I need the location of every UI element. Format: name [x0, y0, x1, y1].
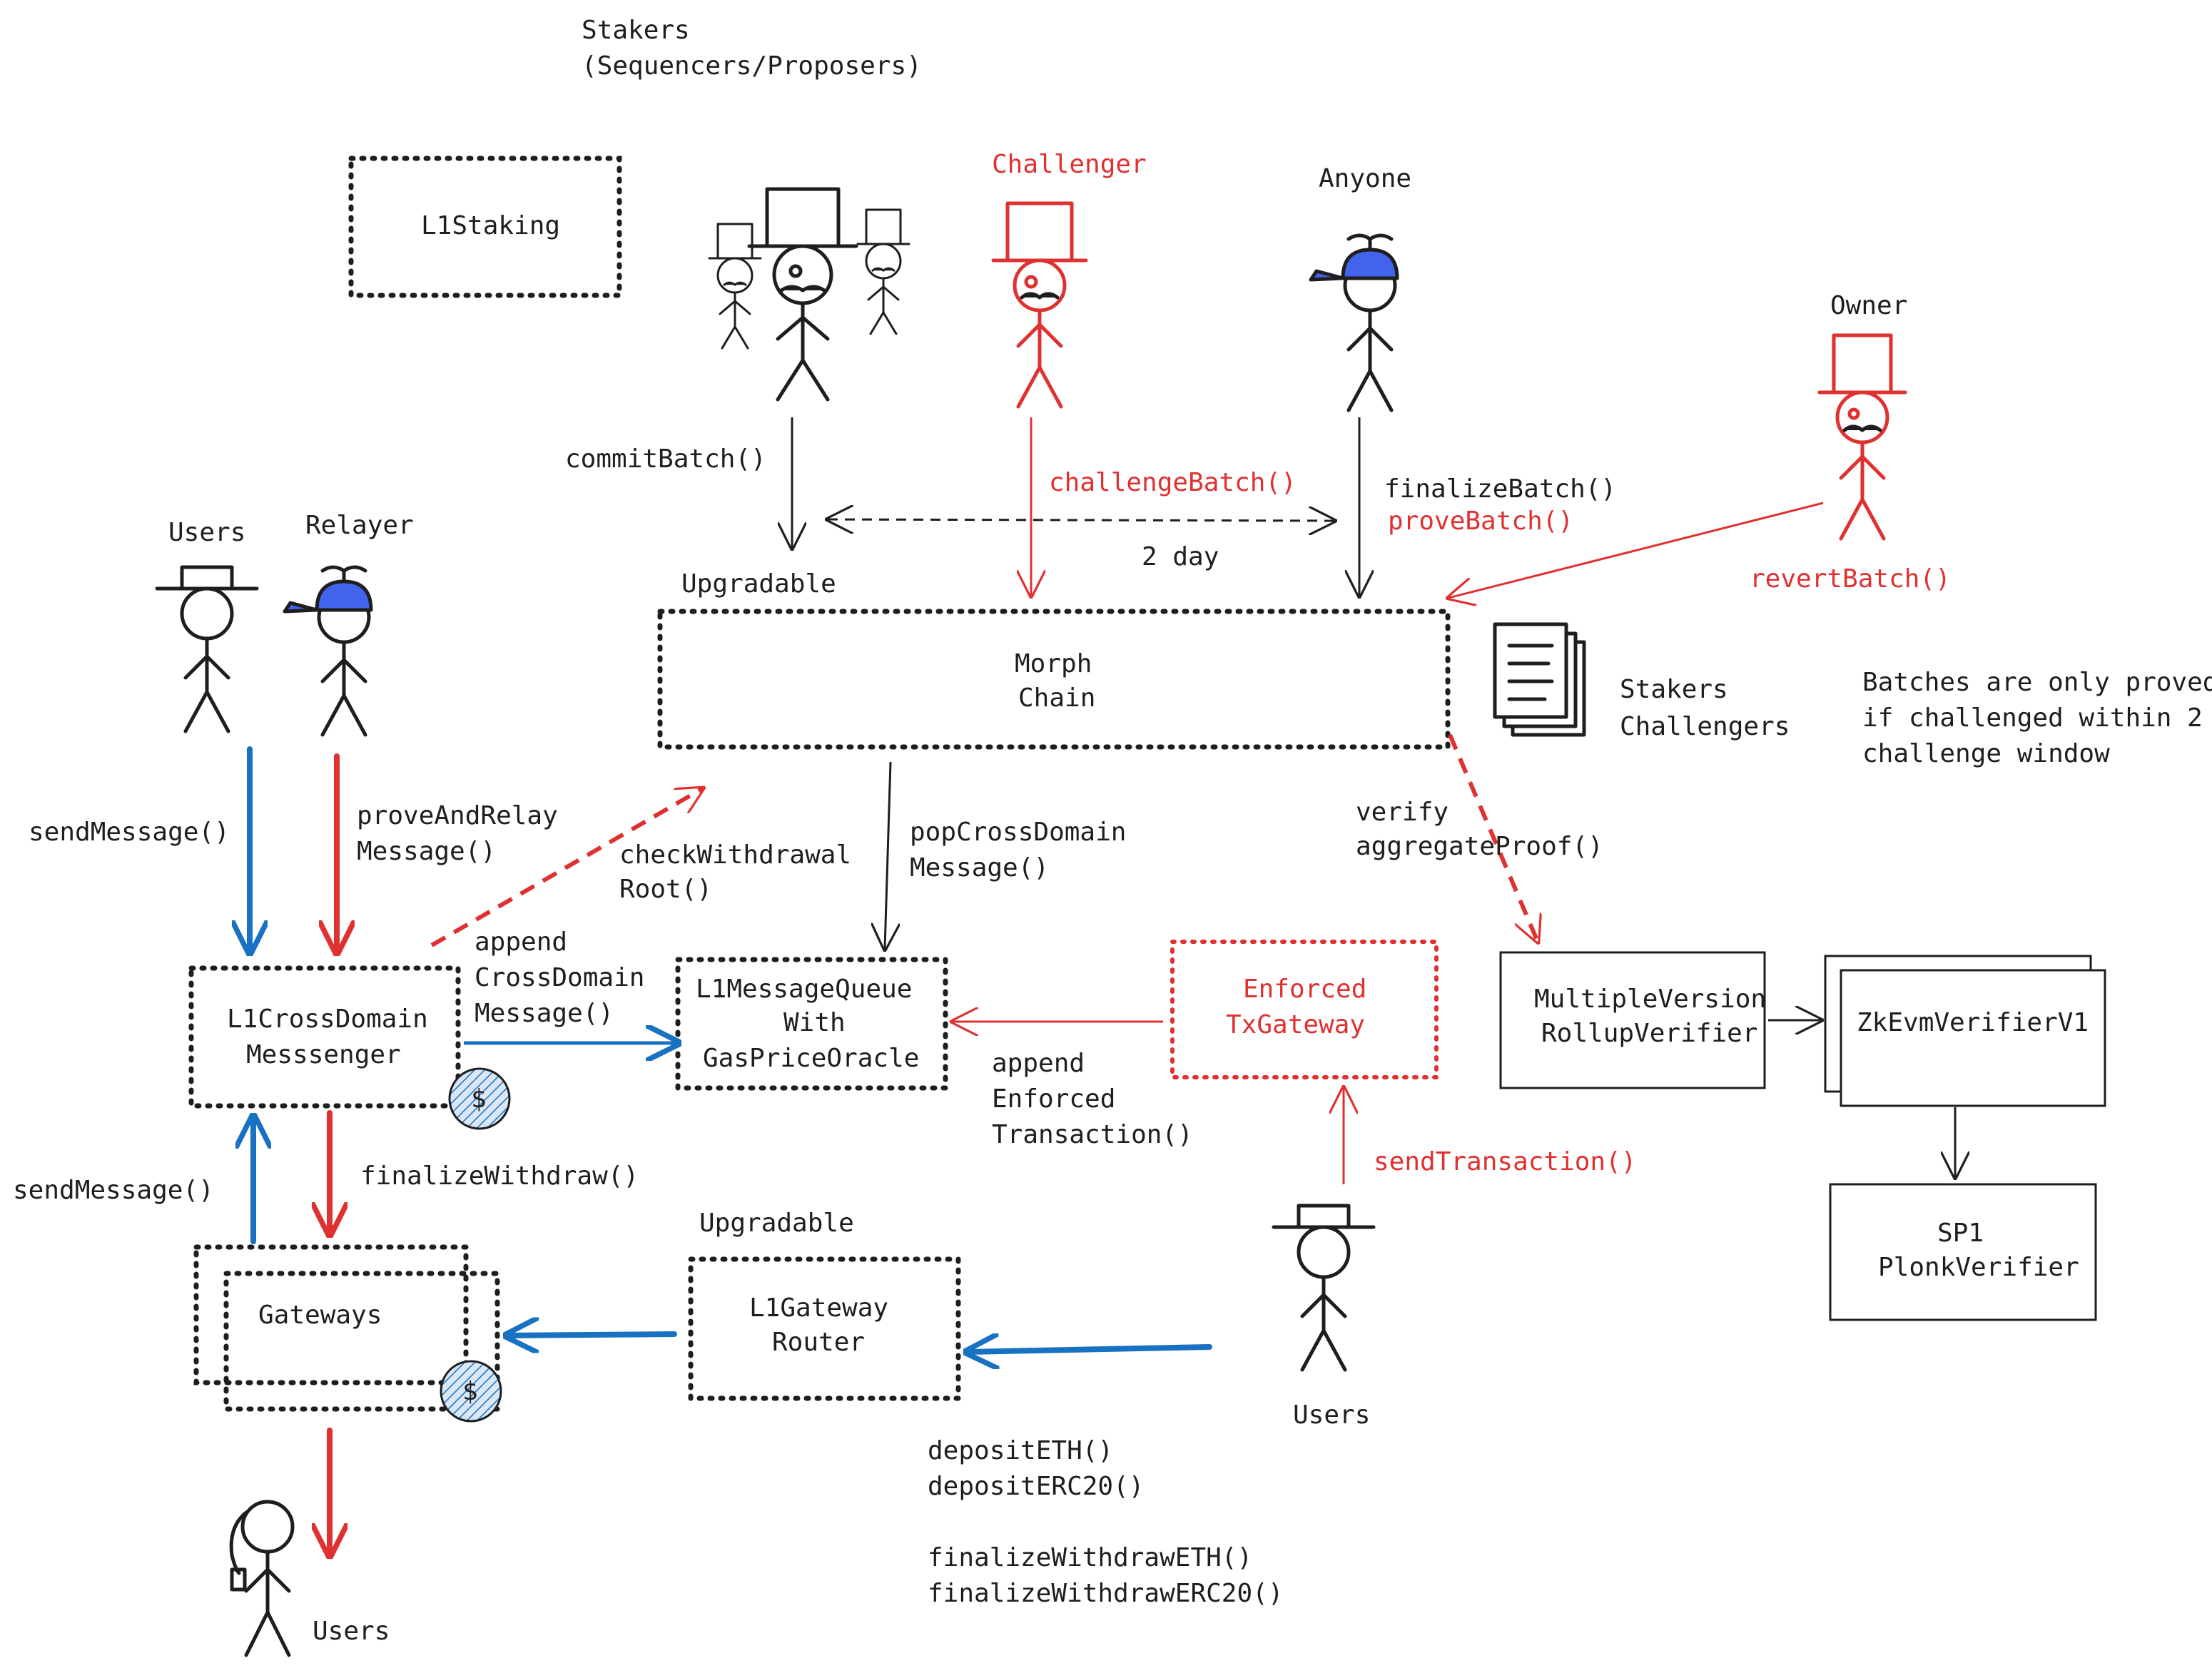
zkevm-verifier-label: ZkEvmVerifierV1 [1857, 1008, 2089, 1037]
relayer-figure [283, 565, 373, 737]
message-queue-line-3: GasPriceOracle [703, 1044, 919, 1073]
document-label-1: Stakers [1620, 675, 1728, 704]
send-message-label-2: sendMessage() [13, 1176, 214, 1205]
gateway-router-box: L1Gateway Router [688, 1256, 961, 1401]
anyone-figure [1309, 233, 1399, 412]
pop-cross-domain-line-1: popCrossDomain [910, 818, 1126, 847]
challenger-label: Challenger [992, 150, 1147, 179]
proof-note-line-3: challenge window [1862, 739, 2110, 768]
append-cross-domain-line-2: CrossDomain [475, 963, 644, 992]
zkevm-verifier-box: ZkEvmVerifierV1 [1824, 955, 2106, 1107]
prove-and-relay-line-1: proveAndRelay [357, 801, 558, 830]
finalize-tokens-line-1: finalizeWithdrawETH() [928, 1543, 1252, 1572]
users-bottom-figure [229, 1500, 295, 1657]
message-queue-box: L1MessageQueue With GasPriceOracle [675, 957, 948, 1091]
upgradable-label-router: Upgradable [699, 1209, 854, 1238]
send-message-label-1: sendMessage() [29, 818, 230, 847]
users-top-label: Users [168, 518, 245, 547]
prove-batch-label: proveBatch() [1388, 507, 1573, 536]
two-day-window-arrow [828, 519, 1334, 521]
revert-batch-arrow [1449, 502, 1824, 598]
morph-chain-line-1: Morph [1015, 649, 1092, 678]
relayer-label: Relayer [305, 511, 414, 540]
stakers-title: Stakers [582, 16, 690, 45]
finalize-tokens-line-2: finalizeWithdrawERC20() [928, 1579, 1284, 1608]
l1-staking-label: L1Staking [421, 211, 560, 240]
rollup-verifier-line-2: RollupVerifier [1541, 1019, 1757, 1048]
owner-figure [1817, 333, 1907, 541]
morph-chain-box: Morph Chain [657, 609, 1451, 750]
append-enforced-line-2: Enforced [992, 1084, 1115, 1114]
finalize-batch-label: finalizeBatch() [1384, 474, 1616, 504]
document-label-2: Challengers [1620, 712, 1790, 741]
append-cross-domain-line-1: append [475, 927, 567, 957]
two-day-label: 2 day [1142, 542, 1219, 571]
finalize-withdraw-label: finalizeWithdraw() [360, 1161, 639, 1191]
challenger-figure [991, 201, 1088, 409]
users-top-figure [155, 565, 259, 733]
pop-cross-domain-line-2: Message() [910, 853, 1049, 883]
rollup-verifier-line-1: MultipleVersion [1534, 985, 1766, 1014]
message-queue-line-1: L1MessageQueue [696, 975, 912, 1004]
gateways-label: Gateways [258, 1301, 382, 1330]
l1-staking-box: L1Staking [348, 156, 622, 298]
owner-label: Owner [1830, 291, 1907, 320]
gateway-router-line-2: Router [772, 1328, 865, 1357]
commit-batch-label: commitBatch() [565, 444, 766, 474]
users-right-label: Users [1293, 1400, 1370, 1430]
proof-note-line-1: Batches are only proved [1862, 668, 2212, 697]
check-withdrawal-line-1: checkWithdrawal [619, 840, 851, 870]
messenger-fee-symbol: $ [471, 1084, 487, 1114]
gateways-box: Gateways [193, 1244, 500, 1412]
message-queue-line-2: With [783, 1008, 846, 1037]
users-right-figure [1272, 1204, 1376, 1372]
plonk-verifier-box: SP1 PlonkVerifier [1829, 1183, 2097, 1321]
append-cross-domain-line-3: Message() [475, 999, 614, 1028]
deposit-line-2: depositERC20() [928, 1472, 1144, 1501]
append-enforced-line-3: Transaction() [992, 1120, 1193, 1149]
users-bottom-label: Users [313, 1617, 390, 1646]
proof-note-line-2: if challenged within 2 day [1862, 703, 2212, 733]
gateway-router-line-1: L1Gateway [749, 1293, 888, 1323]
pop-cross-domain-arrow [885, 761, 891, 949]
append-enforced-line-1: append [992, 1049, 1085, 1078]
messenger-fee-badge: $ [448, 1067, 511, 1130]
challenge-batch-label: challengeBatch() [1049, 468, 1297, 497]
send-transaction-label: sendTransaction() [1374, 1147, 1636, 1176]
anyone-label: Anyone [1319, 164, 1411, 193]
check-withdrawal-arrow [430, 788, 703, 947]
morph-chain-line-2: Chain [1018, 683, 1095, 713]
messenger-line-2: Messsenger [246, 1040, 401, 1069]
users-to-router-arrow [967, 1347, 1212, 1352]
verify-proof-line-2: aggregateProof() [1356, 832, 1603, 861]
gateways-fee-symbol: $ [462, 1377, 478, 1406]
rollup-verifier-box: MultipleVersion RollupVerifier [1499, 951, 1766, 1089]
stakers-figures [708, 187, 910, 402]
plonk-verifier-line-2: PlonkVerifier [1878, 1253, 2079, 1282]
revert-batch-label: revertBatch() [1750, 564, 1951, 594]
check-withdrawal-line-2: Root() [619, 875, 712, 904]
document-stack-icon [1493, 622, 1586, 737]
messenger-line-1: L1CrossDomain [227, 1005, 428, 1034]
prove-and-relay-line-2: Message() [357, 837, 496, 866]
upgradable-label-morph: Upgradable [681, 569, 836, 599]
deposit-line-1: depositETH() [928, 1436, 1113, 1465]
router-to-gateways-arrow [507, 1334, 677, 1336]
plonk-verifier-line-1: SP1 [1937, 1219, 1984, 1248]
gateways-fee-badge: $ [440, 1360, 502, 1423]
verify-proof-line-1: verify [1356, 798, 1449, 827]
stakers-subtitle: (Sequencers/Proposers) [582, 51, 922, 81]
enforced-gateway-line-1: Enforced [1243, 975, 1366, 1004]
verify-proof-arrow [1448, 733, 1538, 942]
enforced-gateway-line-2: TxGateway [1226, 1010, 1365, 1039]
messenger-box: L1CrossDomain Messsenger [188, 965, 461, 1109]
enforced-gateway-box: Enforced TxGateway [1170, 940, 1439, 1079]
